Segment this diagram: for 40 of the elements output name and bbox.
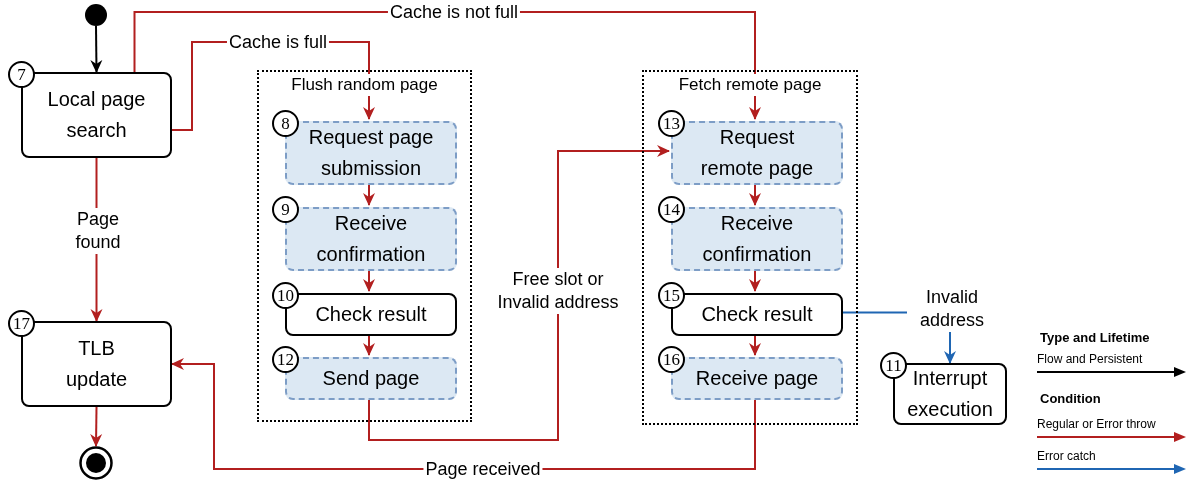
legend-heading: Type and Lifetime (1040, 330, 1150, 346)
legend-label: Flow and Persistent (1037, 352, 1143, 366)
activity-label: Request remote page (699, 125, 815, 181)
connector-arrow (90, 406, 103, 447)
activity-label: Interrupt execution (907, 366, 993, 422)
step-number: 11 (880, 352, 907, 379)
connector-arrow (749, 333, 761, 356)
connector-arrow (368, 145, 670, 441)
step-number: 14 (658, 196, 685, 223)
step-number: 7 (8, 61, 35, 88)
activity-label: Send page (322, 366, 420, 391)
connector-arrow (90, 25, 103, 73)
initial-state-circle (85, 4, 107, 26)
group-frame (642, 70, 858, 425)
activity-label: Check result (315, 302, 427, 327)
legend-heading: Condition (1040, 391, 1101, 407)
group-frame (257, 70, 472, 422)
activity-label: Receive confirmation (315, 211, 427, 267)
connector-arrow (363, 268, 375, 292)
activity-label: Local page search (46, 87, 147, 143)
step-number: 12 (272, 346, 299, 373)
step-number: 15 (658, 282, 685, 309)
legend-label: Regular or Error throw (1037, 417, 1156, 431)
legend-label: Error catch (1037, 449, 1096, 463)
connector-arrow (363, 333, 375, 356)
step-number: 17 (8, 310, 35, 337)
activity-label: Check result (701, 302, 813, 327)
activity-label: TLB update (64, 336, 129, 392)
step-number: 10 (272, 282, 299, 309)
connector-arrow (749, 182, 761, 206)
activity-label: Request page submission (307, 125, 435, 181)
connector-arrow (749, 268, 761, 292)
step-number: 16 (658, 346, 685, 373)
step-number: 8 (272, 110, 299, 137)
activity-label: Receive page (695, 366, 819, 391)
final-state-circle (79, 446, 113, 480)
activity-label: Receive confirmation (701, 211, 813, 267)
step-number: 13 (658, 110, 685, 137)
connector-arrow (363, 182, 375, 206)
step-number: 9 (272, 196, 299, 223)
